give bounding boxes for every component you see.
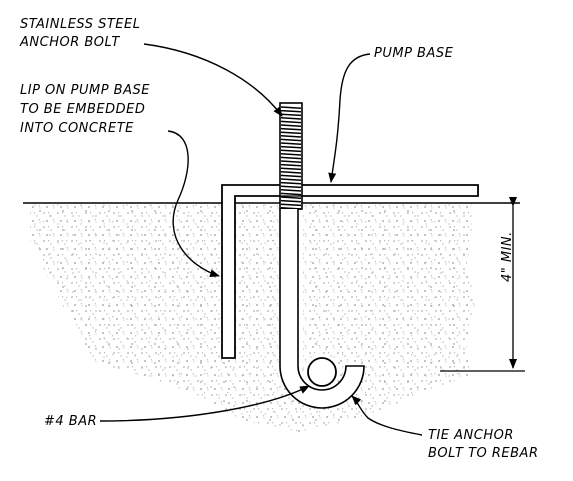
anchor-bolt-threads (279, 102, 303, 210)
thread-line (280, 160, 302, 163)
thread-line (280, 171, 302, 174)
thread-line (280, 174, 302, 178)
anchor-bolt-shaft (279, 209, 365, 409)
thread-line (280, 106, 302, 109)
label-dimension: 4" MIN. (500, 231, 515, 282)
thread-line (280, 127, 302, 131)
thread-line (280, 156, 302, 160)
thread-line (280, 138, 302, 142)
thread-line (280, 207, 302, 210)
thread-line (280, 131, 302, 135)
leader-lip (167, 130, 220, 278)
thread-line (280, 142, 302, 145)
thread-line (280, 181, 302, 185)
dimension-4-min (440, 197, 525, 372)
thread-line (280, 124, 302, 127)
leader-anchor-bolt (143, 43, 283, 117)
label-lip-line1: LIP ON PUMP BASE (20, 83, 150, 98)
thread-line (280, 145, 302, 149)
thread-line (280, 153, 302, 156)
thread-line (280, 178, 302, 181)
leader-tie-anchor (351, 395, 423, 436)
label-lip-line2: TO BE EMBEDDED (20, 102, 146, 117)
thread-line (280, 203, 302, 207)
rebar-4-bar (307, 357, 337, 387)
label-pump-base: PUMP BASE (374, 46, 454, 61)
thread-line (280, 109, 302, 113)
thread-line (280, 149, 302, 153)
leader-pump-base (328, 53, 371, 183)
thread-line (280, 199, 302, 203)
thread-line (280, 135, 302, 138)
label-tie-line2: BOLT TO REBAR (428, 446, 539, 461)
thread-line (280, 192, 302, 196)
thread-line (280, 189, 302, 192)
thread-line (280, 117, 302, 120)
label-4-bar: #4 BAR (44, 414, 98, 429)
label-lip-line3: INTO CONCRETE (20, 121, 134, 136)
thread-line (280, 196, 302, 199)
thread-line (280, 163, 302, 167)
leader-4-bar (99, 385, 310, 422)
label-tie-line1: TIE ANCHOR (428, 428, 514, 443)
pump-base-plate (221, 184, 479, 359)
label-anchor-bolt-line1: STAINLESS STEEL (20, 17, 141, 32)
thread-line (280, 167, 302, 171)
thread-line (280, 120, 302, 124)
thread-line (280, 113, 302, 117)
label-anchor-bolt-line2: ANCHOR BOLT (20, 35, 120, 50)
thread-line (280, 185, 302, 189)
